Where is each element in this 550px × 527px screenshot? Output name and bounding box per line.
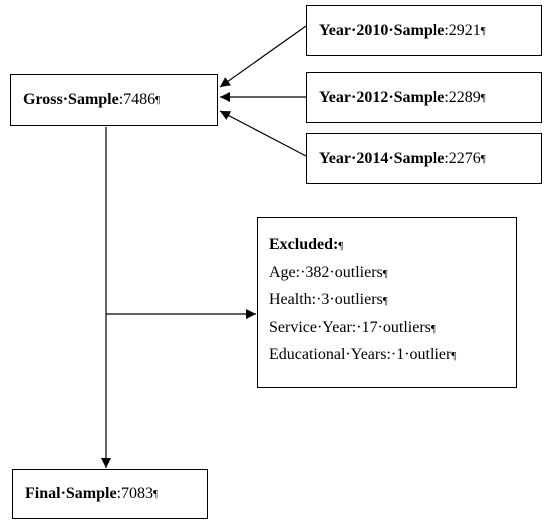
excluded-age-pilcrow: ¶: [382, 267, 388, 280]
year-2012-value: :2289: [444, 88, 481, 106]
excluded-health: Health:·3·outliers: [269, 291, 383, 308]
excluded-health-pilcrow: ¶: [382, 295, 388, 307]
excluded-title-pilcrow: ¶: [338, 240, 344, 252]
year-2014-sample-box: Year·2014·Sample:2276¶: [306, 133, 542, 184]
year-2014-pilcrow: ¶: [480, 152, 486, 165]
excluded-service-year-pilcrow: ¶: [430, 322, 436, 335]
year-2012-pilcrow: ¶: [480, 91, 486, 104]
excluded-title-line: Excluded:¶: [269, 232, 516, 260]
excluded-educational-years: Educational·Years:·1·outlier: [269, 346, 452, 363]
excluded-title: Excluded:: [269, 236, 339, 253]
final-sample-box: Final·Sample:7083¶: [12, 469, 208, 519]
gross-sample-label: Gross·Sample: [23, 91, 119, 108]
gross-sample-value: :7486: [118, 91, 156, 108]
final-sample-value: :7083: [116, 485, 154, 502]
excluded-service-year: Service·Year:·17·outliers: [269, 318, 431, 336]
excluded-age-line: Age:·382·outliers¶: [269, 260, 516, 288]
year-2012-sample-box: Year·2012·Sample:2289¶: [306, 72, 542, 123]
year-2010-sample-box: Year·2010·Sample:2921¶: [306, 5, 542, 56]
year-2014-value: :2276: [444, 149, 481, 167]
arrow-2010-to-gross: [219, 25, 307, 88]
year-2014-label: Year·2014·Sample: [319, 149, 445, 167]
excluded-educational-years-pilcrow: ¶: [451, 350, 457, 362]
excluded-service-year-line: Service·Year:·17·outliers¶: [269, 315, 516, 343]
arrow-2014-to-gross: [219, 110, 307, 157]
excluded-age: Age:·382·outliers: [269, 263, 383, 281]
final-sample-label: Final·Sample: [25, 485, 117, 502]
excluded-educational-years-line: Educational·Years:·1·outlier¶: [269, 342, 516, 370]
excluded-health-line: Health:·3·outliers¶: [269, 287, 516, 315]
year-2012-label: Year·2012·Sample: [319, 88, 445, 106]
excluded-box: Excluded:¶ Age:·382·outliers¶ Health:·3·…: [257, 217, 517, 388]
gross-sample-box: Gross·Sample:7486¶: [10, 74, 218, 126]
year-2010-label: Year·2010·Sample: [319, 21, 445, 39]
gross-sample-pilcrow: ¶: [155, 94, 161, 106]
year-2010-value: :2921: [444, 21, 481, 39]
year-2010-pilcrow: ¶: [480, 24, 486, 37]
final-sample-pilcrow: ¶: [153, 488, 159, 500]
